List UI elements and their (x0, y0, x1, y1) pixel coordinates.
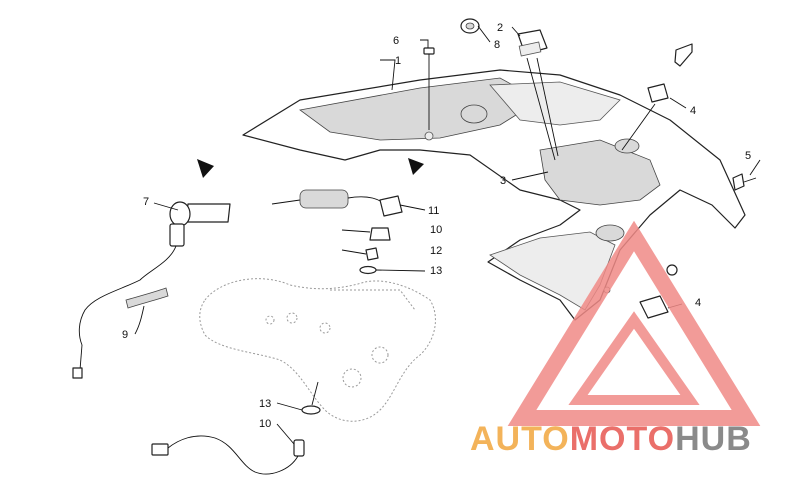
callout-7: 7 (143, 196, 149, 208)
part-7-lock (72, 201, 231, 379)
rear-panel (242, 69, 746, 321)
watermark-text: AUTOMOTOHUB (470, 420, 752, 458)
part-2-connector (517, 29, 559, 161)
part-5-rivet (732, 173, 757, 191)
part-4-clip-lower (639, 264, 678, 319)
part-12-bolt (365, 247, 379, 261)
callout-labels: 1 2 3 4 5 6 8 4 7 9 11 10 12 13 13 10 (122, 22, 751, 430)
watermark-logo: AUTOMOTOHUB (470, 220, 761, 458)
watermark-auto: AUTO (470, 420, 570, 458)
frame-ghost (199, 278, 436, 422)
lower-cable-assembly (151, 405, 321, 475)
part-11-spring (271, 189, 403, 217)
callout-11: 11 (428, 205, 439, 217)
watermark-moto: MOTO (570, 420, 675, 458)
callout-6: 6 (393, 35, 399, 47)
callout-4-lower: 4 (695, 297, 701, 309)
callout-8: 8 (494, 39, 500, 51)
callout-13-upper: 13 (430, 265, 442, 277)
callout-12: 12 (430, 245, 442, 257)
part-8-grommet (460, 18, 480, 34)
callout-13-lower: 13 (259, 398, 271, 410)
callout-4-upper: 4 (690, 105, 696, 117)
callout-9: 9 (122, 329, 128, 341)
callout-10-upper: 10 (430, 224, 442, 236)
part-9-sleeve (125, 287, 169, 309)
part-13-washer-upper (359, 265, 377, 275)
callout-2: 2 (497, 22, 503, 34)
arrow-marker-left (197, 159, 214, 178)
part-10-cap (369, 227, 391, 241)
watermark-triangle-outer (507, 220, 761, 426)
callout-3: 3 (500, 175, 506, 187)
callout-5: 5 (745, 150, 751, 162)
callout-1: 1 (395, 55, 401, 67)
watermark-hub: HUB (675, 420, 752, 458)
part-4-clip-upper (621, 43, 693, 151)
callout-10-lower: 10 (259, 418, 271, 430)
part-6-screw (423, 47, 435, 130)
watermark-triangle-inner (568, 311, 700, 405)
arrow-marker-center (408, 158, 424, 175)
